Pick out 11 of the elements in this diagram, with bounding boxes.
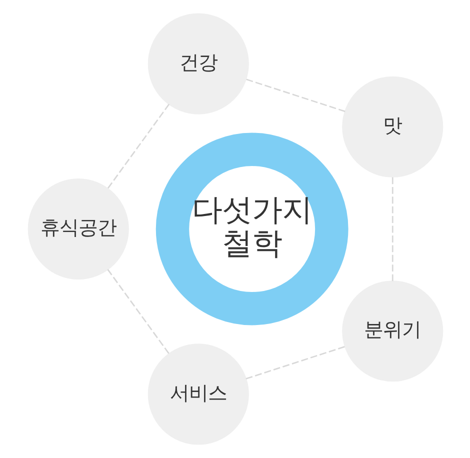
node-circle: 다섯가지 철학 (155, 132, 348, 326)
connector (106, 104, 170, 189)
node-circle: 휴식공간 (27, 178, 128, 280)
connector (245, 346, 345, 380)
connector (245, 78, 345, 112)
connector (106, 269, 169, 354)
connector (391, 177, 393, 282)
node-circle: 건강 (147, 13, 248, 114)
node-circle: 맛 (342, 76, 443, 178)
node-circle: 서비스 (147, 344, 248, 445)
node-circle: 분위기 (342, 280, 443, 382)
